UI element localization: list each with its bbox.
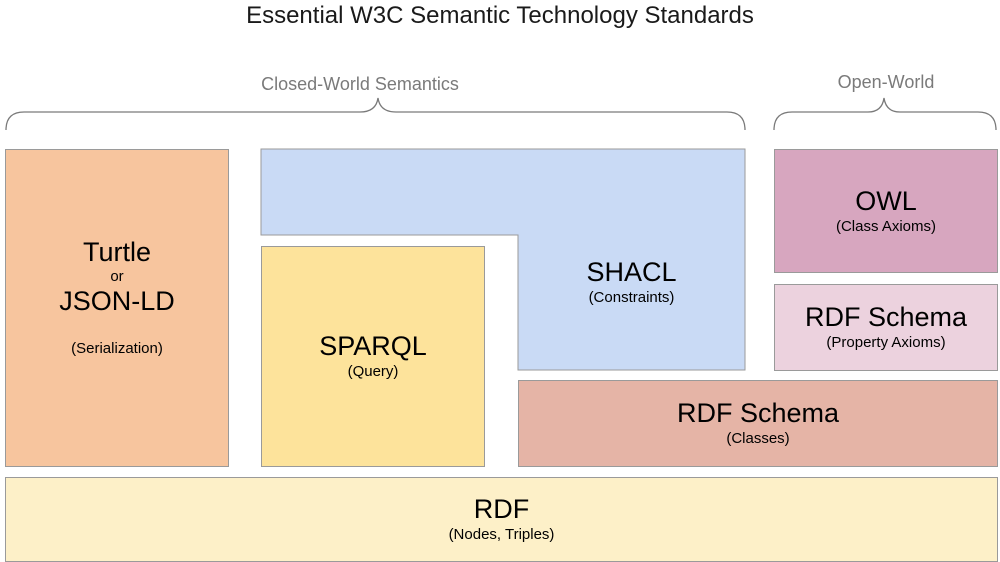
open-world-brace xyxy=(773,97,997,131)
shacl-text: SHACL (Constraints) xyxy=(518,257,745,308)
rdf-block: RDF (Nodes, Triples) xyxy=(5,477,998,562)
owl-label: OWL xyxy=(855,185,917,216)
or-label: or xyxy=(110,268,124,286)
rdfs-classes-block: RDF Schema (Classes) xyxy=(518,380,998,467)
closed-world-brace xyxy=(5,97,746,131)
rdfs-property-label: RDF Schema xyxy=(804,302,968,333)
rdfs-property-subtitle: (Property Axioms) xyxy=(826,334,946,352)
rdfs-classes-subtitle: (Classes) xyxy=(726,430,790,448)
sparql-block: SPARQL (Query) xyxy=(261,246,485,467)
owl-block: OWL (Class Axioms) xyxy=(774,149,998,273)
open-world-label: Open-World xyxy=(837,72,935,92)
shacl-subtitle: (Constraints) xyxy=(588,289,675,307)
rdfs-classes-label: RDF Schema xyxy=(676,398,840,429)
shacl-label: SHACL xyxy=(586,257,677,287)
rdfs-property-block: RDF Schema (Property Axioms) xyxy=(774,284,998,371)
turtle-label: Turtle xyxy=(82,237,151,268)
shacl-shape xyxy=(260,148,746,371)
diagram-title: Essential W3C Semantic Technology Standa… xyxy=(246,2,754,29)
rdf-subtitle: (Nodes, Triples) xyxy=(448,526,555,544)
sparql-label: SPARQL xyxy=(319,331,427,362)
rdf-label: RDF xyxy=(473,494,530,525)
serialization-block: Turtle or JSON-LD (Serialization) xyxy=(5,149,229,467)
closed-world-label: Closed-World Semantics xyxy=(261,74,459,94)
serialization-subtitle: (Serialization) xyxy=(71,340,163,358)
json-ld-label: JSON-LD xyxy=(59,286,175,317)
sparql-subtitle: (Query) xyxy=(347,363,399,381)
owl-subtitle: (Class Axioms) xyxy=(835,217,936,235)
